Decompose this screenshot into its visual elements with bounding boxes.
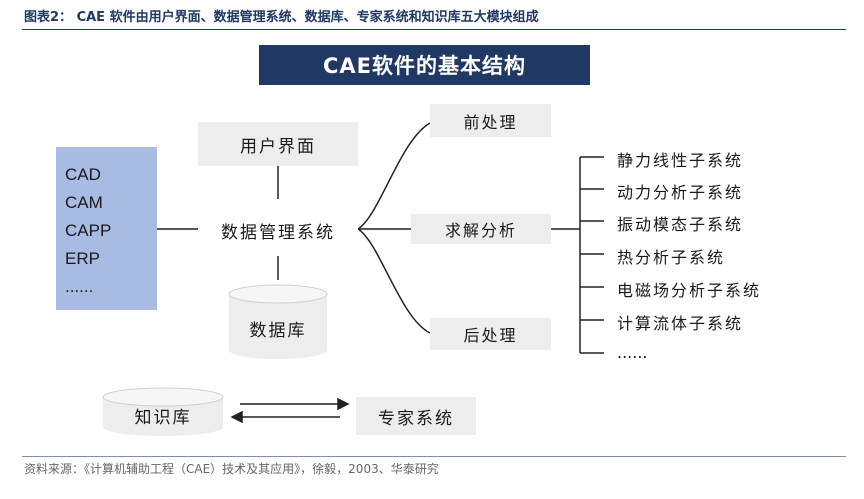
subsystem-item: 静力线性子系统 — [617, 151, 744, 170]
figure-caption: 图表2： CAE 软件由用户界面、数据管理系统、数据库、专家系统和知识库五大模块… — [24, 10, 539, 25]
dms-to-post-line — [357, 228, 431, 334]
tool-item: CAPP — [65, 221, 112, 240]
data-management-box: 数据管理系统 — [198, 204, 358, 256]
preprocess-box: 前处理 — [430, 104, 551, 137]
database-cylinder — [228, 284, 328, 359]
tool-item: ...... — [65, 277, 94, 296]
source-rule — [22, 456, 846, 457]
postprocess-box: 后处理 — [430, 318, 551, 350]
subsystem-item: 热分析子系统 — [617, 248, 726, 267]
tool-item: ERP — [65, 249, 100, 268]
user-interface-box: 用户界面 — [198, 122, 358, 166]
external-tools-box: CAD CAM CAPP ERP ...... — [56, 147, 157, 310]
subsystem-item: 振动模态子系统 — [617, 215, 744, 234]
tool-item: CAD — [65, 165, 101, 184]
caption-rule — [22, 29, 846, 30]
subsystem-item: 计算流体子系统 — [617, 314, 744, 333]
database-label: 数据库 — [249, 320, 307, 341]
knowledge-base-cylinder — [102, 387, 224, 436]
dms-to-pre-line — [357, 122, 431, 230]
arrow-right-head — [337, 397, 350, 411]
arrow-left-head — [230, 410, 243, 424]
subsystem-item: 电磁场分析子系统 — [617, 281, 762, 300]
source-note: 资料来源：《计算机辅助工程（CAE）技术及其应用》，徐毅，2003、华泰研究 — [24, 462, 439, 476]
subsystem-item: 动力分析子系统 — [617, 183, 744, 202]
tool-item: CAM — [65, 193, 103, 212]
knowledge-base-label: 知识库 — [134, 407, 192, 428]
subsystem-item: ...... — [617, 343, 648, 362]
solve-analysis-box: 求解分析 — [411, 214, 551, 244]
expert-system-box: 专家系统 — [356, 397, 476, 435]
diagram-title: CAE软件的基本结构 — [259, 45, 590, 85]
